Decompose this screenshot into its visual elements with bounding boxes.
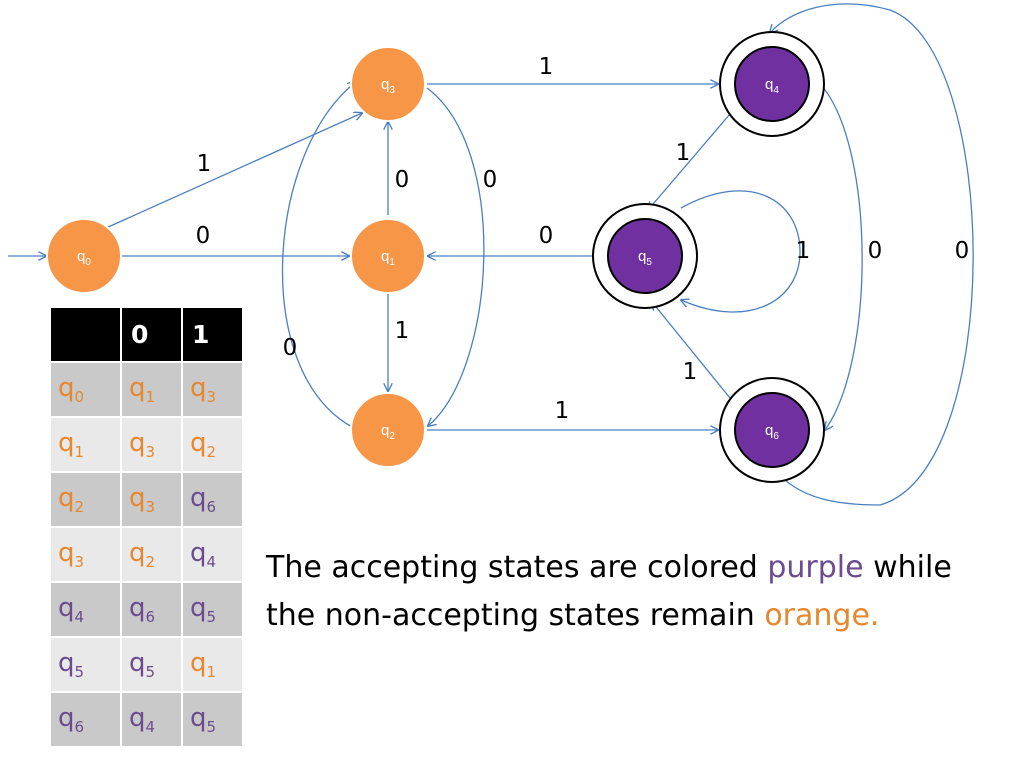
label-q5-q1: 0 xyxy=(539,223,554,249)
table-cell-next-state: q5 xyxy=(181,581,244,638)
table-cell-next-state: q6 xyxy=(120,581,183,638)
table-cell-state: q0 xyxy=(49,361,122,418)
table-cell-state: q3 xyxy=(49,526,122,583)
table-cell-next-state: q3 xyxy=(120,471,183,528)
label-q6-q4: 0 xyxy=(955,238,970,264)
state-q3-label: q3 xyxy=(381,76,395,96)
label-q2-q6: 1 xyxy=(555,398,570,424)
label-q1-q2: 1 xyxy=(395,318,410,344)
edge-q5-q5 xyxy=(681,190,801,313)
edge-q6-q5 xyxy=(652,302,731,399)
caption-part1: The accepting states are colored xyxy=(266,550,768,585)
table-header-row: 0 1 xyxy=(49,306,244,363)
state-q3: q3 xyxy=(350,46,426,122)
table-header-symbol-1: 1 xyxy=(181,306,244,363)
state-q5-label: q5 xyxy=(638,248,652,268)
table-header-symbol-0: 0 xyxy=(120,306,183,363)
table-cell-next-state: q6 xyxy=(181,471,244,528)
caption-orange-word: orange. xyxy=(764,598,880,633)
table-cell-state: q2 xyxy=(49,471,122,528)
label-q2-q3: 0 xyxy=(283,335,298,361)
label-q0-q1: 0 xyxy=(196,223,211,249)
edge-q2-q3 xyxy=(281,82,356,428)
caption-purple-word: purple xyxy=(767,550,864,585)
label-q5-q5: 1 xyxy=(796,238,811,264)
state-q6-label: q6 xyxy=(765,422,779,442)
table-cell-next-state: q4 xyxy=(181,526,244,583)
state-q5: q5 xyxy=(592,203,698,309)
state-q2-label: q2 xyxy=(381,422,395,442)
table-cell-next-state: q5 xyxy=(181,691,244,748)
table-cell-state: q1 xyxy=(49,416,122,473)
state-q1-label: q1 xyxy=(381,248,395,268)
table-cell-next-state: q1 xyxy=(181,636,244,693)
state-q4: q4 xyxy=(719,31,825,137)
label-q4-q6: 0 xyxy=(868,238,883,264)
state-q4-label: q4 xyxy=(765,76,779,96)
state-q0-label: q0 xyxy=(77,248,91,268)
label-q3-q4: 1 xyxy=(539,54,554,80)
table-cell-next-state: q2 xyxy=(120,526,183,583)
label-q6-q5: 1 xyxy=(683,359,698,385)
edge-q0-q3 xyxy=(105,113,362,229)
table-cell-next-state: q2 xyxy=(181,416,244,473)
table-header-corner xyxy=(49,306,122,363)
caption-part2: while the non-accepting states remain xyxy=(266,550,952,633)
edge-q4-q5 xyxy=(648,113,731,210)
label-q1-q3: 0 xyxy=(395,167,410,193)
label-q3-q2: 0 xyxy=(483,167,498,193)
transition-edges xyxy=(8,3,974,506)
state-q0: q0 xyxy=(46,218,122,294)
state-q2: q2 xyxy=(350,392,426,468)
table-cell-state: q6 xyxy=(49,691,122,748)
states: q0 q1 q2 q3 q4 q5 xyxy=(46,31,825,483)
caption: The accepting states are colored purple … xyxy=(266,544,986,640)
edge-q4-q6 xyxy=(821,85,863,430)
label-q4-q5: 1 xyxy=(676,140,691,166)
edge-labels: 0 1 0 1 0 1 0 1 0 1 0 1 0 1 xyxy=(196,54,970,424)
table-cell-state: q5 xyxy=(49,636,122,693)
table-cell-next-state: q4 xyxy=(120,691,183,748)
label-q0-q3: 1 xyxy=(197,151,212,177)
table-cell-next-state: q3 xyxy=(181,361,244,418)
edge-q6-q4 xyxy=(770,3,974,506)
table-cell-state: q4 xyxy=(49,581,122,638)
table-cell-next-state: q3 xyxy=(120,416,183,473)
edge-q3-q2 xyxy=(427,87,485,426)
table-cell-next-state: q5 xyxy=(120,636,183,693)
state-q6: q6 xyxy=(719,377,825,483)
table-cell-next-state: q1 xyxy=(120,361,183,418)
state-q1: q1 xyxy=(350,218,426,294)
